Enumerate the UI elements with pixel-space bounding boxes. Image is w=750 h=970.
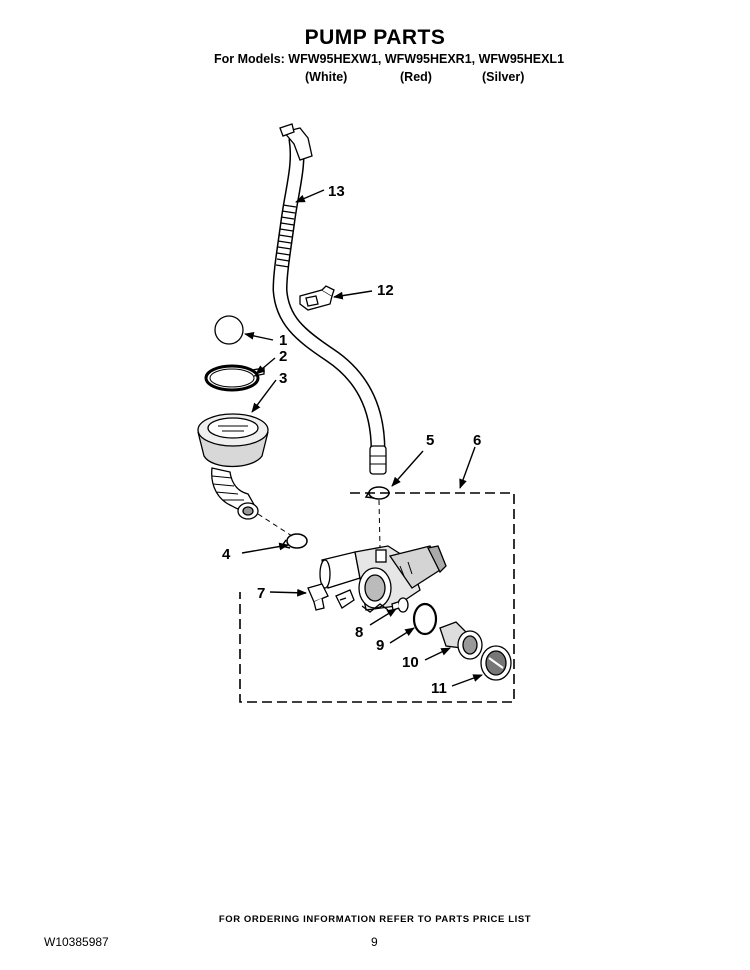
plug-part-8: [391, 597, 409, 613]
cap-part-11: [480, 645, 512, 681]
drain-hose-part-13: [272, 123, 387, 475]
callout-8: 8: [355, 624, 363, 641]
callout-2: 2: [279, 348, 287, 365]
callout-11: 11: [431, 680, 447, 697]
model-color-red: (Red): [400, 70, 432, 84]
hose-clip-part-12: [299, 285, 335, 311]
page-number: 9: [371, 935, 378, 949]
callout-10: 10: [402, 654, 419, 671]
model-list: For Models: WFW95HEXW1, WFW95HEXR1, WFW9…: [214, 52, 565, 66]
callout-12: 12: [377, 282, 394, 299]
callout-13: 13: [328, 183, 345, 200]
callout-6: 6: [473, 432, 481, 449]
ordering-note: FOR ORDERING INFORMATION REFER TO PARTS …: [218, 914, 532, 925]
pump-assembly-box-part-6: [239, 492, 515, 703]
callout-3: 3: [279, 370, 287, 387]
clamp-part-2: [204, 364, 265, 392]
pressure-sensor-part-7: [307, 583, 355, 611]
callout-arrows: [241, 189, 483, 687]
o-ring-part-9: [412, 602, 438, 636]
callout-1: 1: [279, 332, 287, 349]
sump-hose-part-3: [197, 413, 269, 520]
model-color-silver: (Silver): [482, 70, 525, 84]
callout-9: 9: [376, 637, 384, 654]
callout-7: 7: [257, 585, 265, 602]
ball-part-1: [214, 315, 244, 345]
callout-5: 5: [426, 432, 434, 449]
filter-part-10: [439, 621, 483, 660]
page-title: PUMP PARTS: [304, 26, 446, 49]
callout-4: 4: [222, 546, 231, 563]
callout-labels: 1 2 3 4 5 6 7 8 9 10 11 12 13: [222, 183, 481, 697]
leader-lines: [257, 499, 381, 549]
document-number: W10385987: [44, 935, 109, 949]
model-color-white: (White): [305, 70, 348, 84]
pump-body: [319, 545, 447, 613]
